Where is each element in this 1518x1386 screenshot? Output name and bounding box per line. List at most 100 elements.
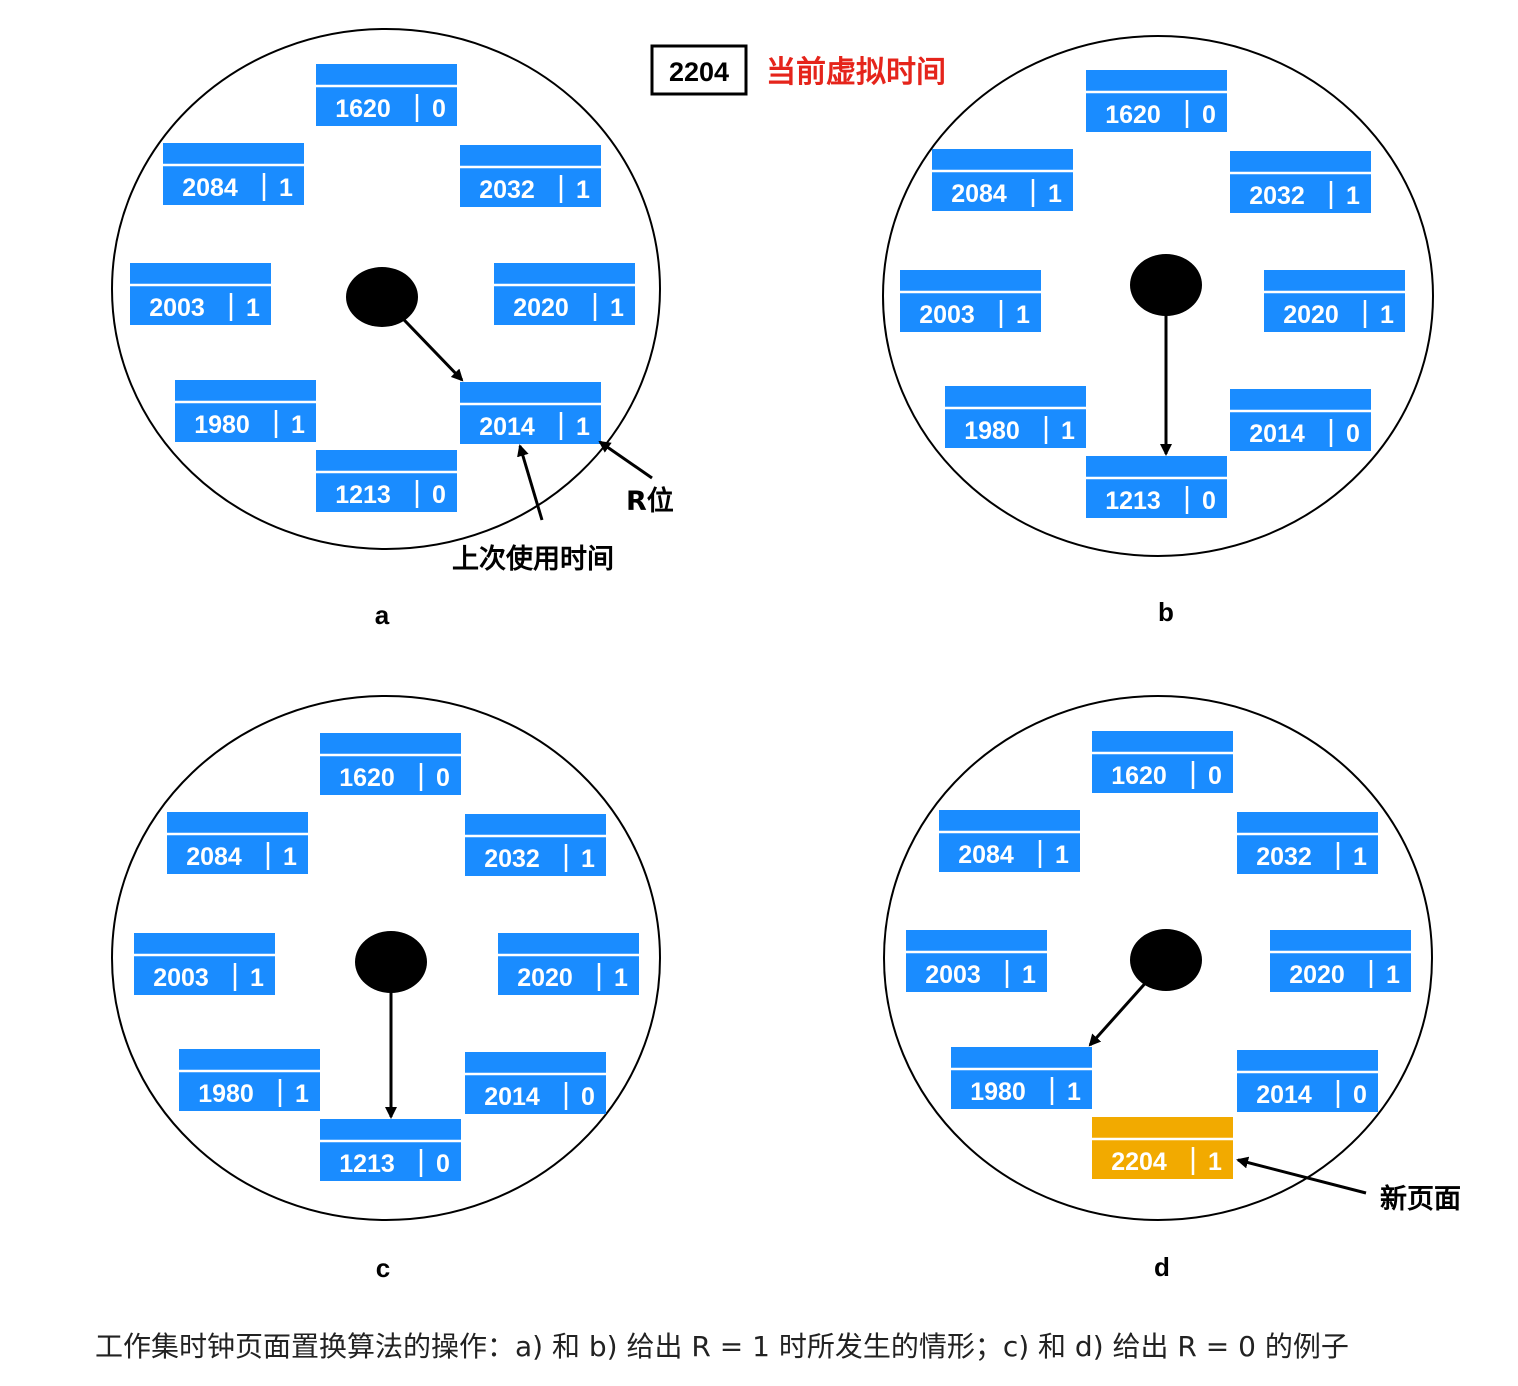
page-r-bit: 0 <box>1346 420 1360 448</box>
page-box <box>498 933 639 995</box>
page-time: 2032 <box>484 845 540 873</box>
page-box <box>932 149 1073 211</box>
page-entry: 1980 1 <box>175 380 316 442</box>
page-entry: 1620 0 <box>1092 731 1233 793</box>
clock-hand-hub <box>346 267 418 327</box>
page-box <box>951 1047 1092 1109</box>
page-entry: 2020 1 <box>1270 930 1411 992</box>
page-r-bit: 1 <box>614 964 628 992</box>
annotations-panel-a: R位 上次使用时间 <box>452 440 674 575</box>
page-r-bit: 0 <box>581 1083 595 1111</box>
page-r-bit: 1 <box>291 411 305 439</box>
page-time: 2014 <box>479 413 535 441</box>
page-r-bit: 0 <box>1353 1081 1367 1109</box>
page-entry: 2003 1 <box>900 270 1041 332</box>
page-time: 2084 <box>182 174 238 202</box>
annotations-panel-d: 新页面 <box>1236 1156 1461 1215</box>
page-r-bit: 1 <box>1067 1078 1081 1106</box>
page-box <box>465 1052 606 1114</box>
page-r-bit: 1 <box>1048 180 1062 208</box>
clock-hand-arrow <box>1088 979 1149 1047</box>
page-r-bit: 0 <box>1208 762 1222 790</box>
page-box <box>1230 151 1371 213</box>
page-entry: 2032 1 <box>1237 812 1378 874</box>
page-r-bit: 1 <box>1016 301 1030 329</box>
page-box <box>163 143 304 205</box>
page-time: 1213 <box>339 1150 395 1178</box>
page-time: 2084 <box>186 843 242 871</box>
page-box <box>1264 270 1405 332</box>
page-box <box>167 812 308 874</box>
page-box <box>1092 731 1233 793</box>
page-r-bit: 0 <box>1202 101 1216 129</box>
new-page-arrow <box>1236 1156 1367 1195</box>
page-time: 2032 <box>479 176 535 204</box>
r-bit-arrow <box>598 440 653 480</box>
page-r-bit: 1 <box>1055 841 1069 869</box>
page-r-bit: 0 <box>432 95 446 123</box>
virtual-time-indicator: 2204 当前虚拟时间 <box>650 44 946 96</box>
page-r-bit: 0 <box>432 481 446 509</box>
page-time: 2003 <box>919 301 975 329</box>
page-time: 2020 <box>517 964 573 992</box>
page-time: 2020 <box>513 294 569 322</box>
page-time: 1620 <box>1111 762 1167 790</box>
page-box <box>1086 456 1227 518</box>
panel-label: c <box>376 1253 390 1283</box>
page-time: 1620 <box>335 95 391 123</box>
clock-hand-arrow <box>399 315 464 382</box>
page-time: 1213 <box>1105 487 1161 515</box>
page-r-bit: 1 <box>581 845 595 873</box>
page-time: 1980 <box>970 1078 1026 1106</box>
page-box <box>460 145 601 207</box>
page-entry: 1980 1 <box>179 1049 320 1111</box>
page-time: 2020 <box>1289 961 1345 989</box>
page-r-bit: 1 <box>1353 843 1367 871</box>
last-used-time-arrow <box>517 444 544 521</box>
clock-hand-hub <box>355 931 427 993</box>
page-r-bit: 1 <box>1386 961 1400 989</box>
page-r-bit: 1 <box>1022 961 1036 989</box>
page-r-bit: 1 <box>1208 1148 1222 1176</box>
page-time: 1980 <box>198 1080 254 1108</box>
page-r-bit: 1 <box>295 1080 309 1108</box>
page-box <box>130 263 271 325</box>
page-time: 2084 <box>958 841 1014 869</box>
page-time: 2003 <box>149 294 205 322</box>
page-time: 1980 <box>964 417 1020 445</box>
page-r-bit: 1 <box>250 964 264 992</box>
page-time: 2204 <box>1111 1148 1167 1176</box>
page-entry: 2014 1 <box>460 382 601 444</box>
figure-caption: 工作集时钟页面置换算法的操作：a) 和 b) 给出 R = 1 时所发生的情形；… <box>95 1330 1349 1363</box>
page-r-bit: 1 <box>576 413 590 441</box>
page-time: 1980 <box>194 411 250 439</box>
page-time: 2032 <box>1256 843 1312 871</box>
page-time: 2014 <box>1249 420 1305 448</box>
last-used-time-label: 上次使用时间 <box>452 544 614 575</box>
page-box <box>316 64 457 126</box>
page-r-bit: 1 <box>283 843 297 871</box>
page-r-bit: 1 <box>246 294 260 322</box>
page-box <box>939 810 1080 872</box>
page-box <box>1237 812 1378 874</box>
panel-label: b <box>1158 597 1174 627</box>
page-box <box>1092 1117 1233 1179</box>
page-entry: 1980 1 <box>951 1047 1092 1109</box>
page-box <box>179 1049 320 1111</box>
page-r-bit: 0 <box>436 764 450 792</box>
page-box <box>1237 1050 1378 1112</box>
new-page-label: 新页面 <box>1380 1183 1461 1215</box>
page-box <box>1230 389 1371 451</box>
